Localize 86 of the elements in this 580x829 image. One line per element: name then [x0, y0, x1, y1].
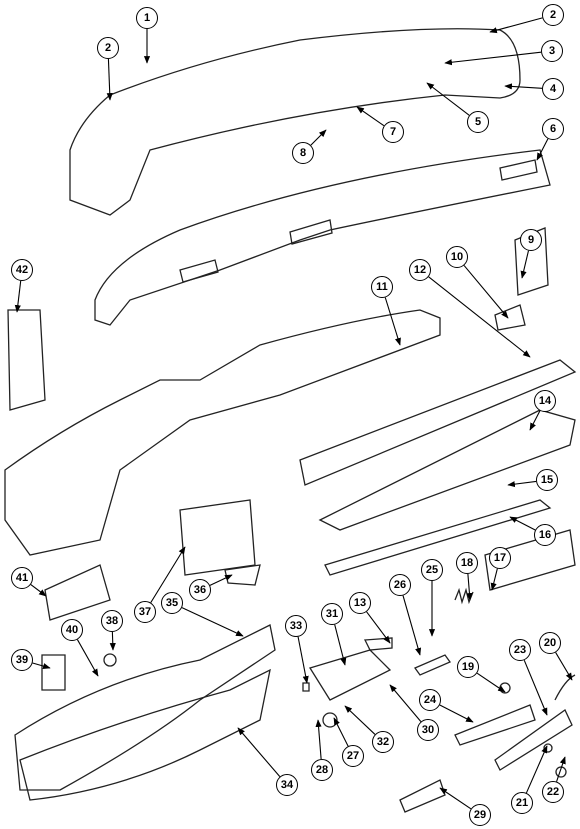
callout-number: 35 [161, 592, 183, 614]
leader-line [490, 568, 498, 591]
callout-number: 22 [542, 781, 564, 803]
leader-line [210, 574, 233, 586]
callout-number: 29 [469, 804, 491, 826]
callout-number: 2 [542, 4, 564, 26]
leader-line [507, 480, 536, 488]
callout-number: 41 [11, 567, 33, 589]
leader-line [476, 672, 506, 692]
callout-number: 10 [446, 246, 468, 268]
callout-number: 14 [534, 390, 556, 412]
leader-line [182, 607, 244, 636]
callout-number: 21 [511, 792, 533, 814]
leader-line [520, 250, 529, 279]
callout-number: 11 [371, 276, 393, 298]
callout-number: 26 [389, 574, 411, 596]
callout-number: 39 [11, 649, 33, 671]
callout-number: 19 [457, 656, 479, 678]
callout-number: 31 [321, 603, 343, 625]
callout-number: 6 [542, 118, 564, 140]
leader-line [526, 745, 548, 794]
leader-line [76, 639, 98, 677]
leader-line [466, 574, 472, 601]
callout-number: 7 [382, 121, 404, 143]
callout-number: 32 [372, 731, 394, 753]
callout-number: 25 [421, 559, 443, 581]
leader-line [402, 595, 422, 656]
callout-number: 4 [542, 78, 564, 100]
callout-number: 15 [536, 469, 558, 491]
callout-number: 24 [419, 689, 441, 711]
leader-line [334, 717, 349, 746]
callout-number: 27 [342, 745, 364, 767]
leader-line [524, 660, 548, 716]
callout-number: 30 [417, 719, 439, 741]
callout-number: 17 [489, 547, 511, 569]
leader-line [238, 727, 280, 778]
leader-line [440, 704, 474, 722]
callout-number: 23 [509, 639, 531, 661]
callout-number: 12 [409, 259, 431, 281]
leader-line [298, 636, 309, 684]
leader-line [489, 17, 543, 34]
leader-line [536, 138, 548, 161]
callout-number: 28 [311, 759, 333, 781]
callout-number: 13 [349, 592, 371, 614]
leader-line [144, 29, 150, 64]
leader-line [310, 129, 327, 146]
leader-line [428, 581, 436, 637]
leader-line [390, 684, 422, 722]
callout-number: 40 [61, 619, 83, 641]
leader-line [14, 280, 22, 313]
leader-line [344, 705, 376, 735]
leader-line [110, 632, 116, 651]
callout-number: 34 [276, 774, 298, 796]
leader-line [426, 82, 470, 116]
callout-number: 9 [520, 229, 542, 251]
leader-line [555, 652, 572, 681]
leader-line [530, 410, 540, 431]
leader-line [315, 719, 322, 760]
callout-number: 1 [136, 7, 158, 29]
callout-number: 18 [456, 552, 478, 574]
callout-number: 16 [534, 524, 556, 546]
callout-number: 20 [539, 632, 561, 654]
leader-line [428, 276, 531, 358]
leader-line [150, 546, 186, 603]
callout-number: 33 [285, 615, 307, 637]
callout-number: 3 [541, 40, 563, 62]
leader-line [464, 265, 508, 319]
leader-line [444, 52, 542, 66]
callout-number: 37 [134, 601, 156, 623]
leader-line [106, 58, 113, 101]
callout-number: 5 [467, 111, 489, 133]
leader-line [384, 297, 401, 346]
callout-number: 8 [292, 142, 314, 164]
leader-line [356, 106, 384, 126]
leader-line [509, 516, 536, 530]
leader-line [334, 624, 346, 666]
leader-line [556, 756, 566, 782]
callout-number: 36 [189, 579, 211, 601]
leader-line [439, 788, 472, 810]
callout-number: 2 [97, 37, 119, 59]
leader-line [30, 584, 47, 596]
callout-number: 42 [11, 259, 33, 281]
callout-number: 38 [101, 610, 123, 632]
leader-line [32, 662, 51, 670]
leader-line [504, 83, 542, 90]
leader-line [366, 611, 390, 644]
